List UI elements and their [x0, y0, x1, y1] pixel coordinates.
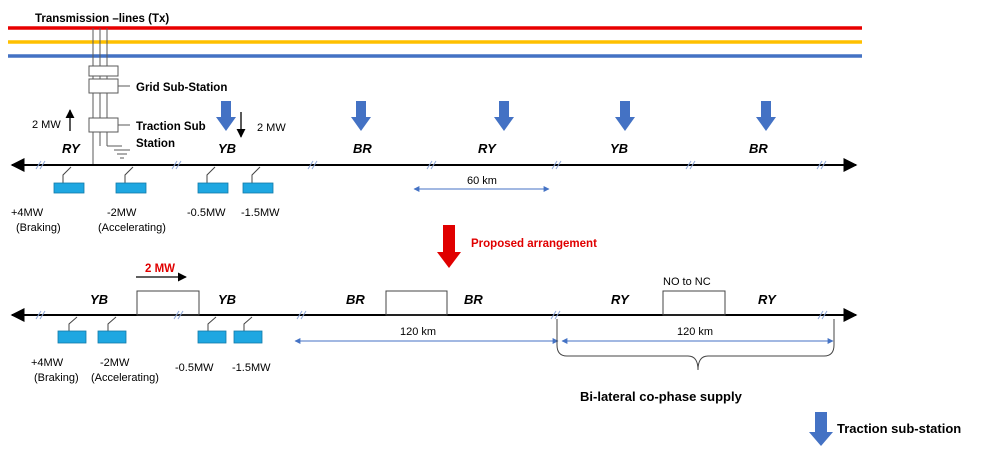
bottom-phase-label: YB: [218, 292, 236, 307]
traction-sub-label-line2: Station: [136, 138, 175, 150]
top-load-value: -2MW: [107, 207, 137, 219]
top-phase-label: YB: [610, 141, 628, 156]
legend-substation-arrow-icon: [809, 412, 833, 446]
top-load-value: -1.5MW: [241, 207, 280, 219]
top-phase-label: RY: [62, 141, 81, 156]
legend-label: Traction sub-station: [837, 421, 961, 436]
train-icon: [53, 166, 85, 194]
top-load-mode: (Braking): [16, 222, 61, 234]
top-distance-label: 60 km: [467, 175, 497, 187]
top-phase-label: RY: [478, 141, 497, 156]
substation-arrow-icon: [756, 101, 776, 131]
train-icon: [242, 166, 274, 194]
no-to-nc-switch-box: [662, 290, 726, 316]
top-load-value: -0.5MW: [187, 207, 226, 219]
top-phase-label: BR: [353, 141, 372, 156]
train-icon: [233, 316, 263, 344]
train-icon: [115, 166, 147, 194]
cophase-brace: [556, 319, 835, 371]
traction-sub-label-line1: Traction Sub: [136, 121, 206, 133]
bottom-load-value: -2MW: [100, 357, 130, 369]
substation-arrow-icon: [216, 101, 236, 131]
train-icon: [197, 316, 227, 344]
train-icon: [197, 166, 229, 194]
train-icon: [97, 316, 127, 344]
top-section-breaks: [35, 160, 827, 170]
no-to-nc-label: NO to NC: [663, 276, 711, 288]
bottom-phase-label: BR: [346, 292, 365, 307]
transfer-power-label: 2 MW: [145, 263, 175, 275]
bottom-phase-label: BR: [464, 292, 483, 307]
top-phase-label: BR: [749, 141, 768, 156]
top-load-value: +4MW: [11, 207, 44, 219]
substation-stack: [88, 28, 130, 165]
transmission-lines-label: Transmission –lines (Tx): [35, 13, 169, 25]
grid-substation-label: Grid Sub-Station: [136, 82, 227, 94]
substation-arrow-icon: [351, 101, 371, 131]
proposed-arrangement-label: Proposed arrangement: [471, 238, 597, 250]
bottom-load-value: +4MW: [31, 357, 64, 369]
bottom-phase-label: RY: [611, 292, 630, 307]
cophase-label: Bi-lateral co-phase supply: [580, 389, 743, 404]
top-load-mode: (Accelerating): [98, 222, 166, 234]
switch-box: [136, 290, 200, 316]
bottom-trains: [57, 316, 263, 344]
switch-box: [385, 290, 448, 316]
bottom-phase-label: RY: [758, 292, 777, 307]
bottom-distance-label-1: 120 km: [400, 326, 436, 338]
bottom-load-mode: (Braking): [34, 372, 79, 384]
top-trains: [53, 166, 274, 194]
bottom-load-value: -0.5MW: [175, 362, 214, 374]
top-substation-arrows: [216, 101, 776, 131]
bottom-section-breaks: [35, 310, 828, 320]
train-icon: [57, 316, 87, 344]
power-up-label: 2 MW: [32, 119, 61, 131]
power-down-label: 2 MW: [257, 122, 286, 134]
bottom-load-value: -1.5MW: [232, 362, 271, 374]
bottom-phase-label: YB: [90, 292, 108, 307]
bottom-load-mode: (Accelerating): [91, 372, 159, 384]
substation-arrow-icon: [615, 101, 635, 131]
substation-arrow-icon: [494, 101, 514, 131]
proposed-arrow-icon: [437, 225, 461, 268]
top-phase-label: YB: [218, 141, 236, 156]
bottom-distance-label-2: 120 km: [677, 326, 713, 338]
